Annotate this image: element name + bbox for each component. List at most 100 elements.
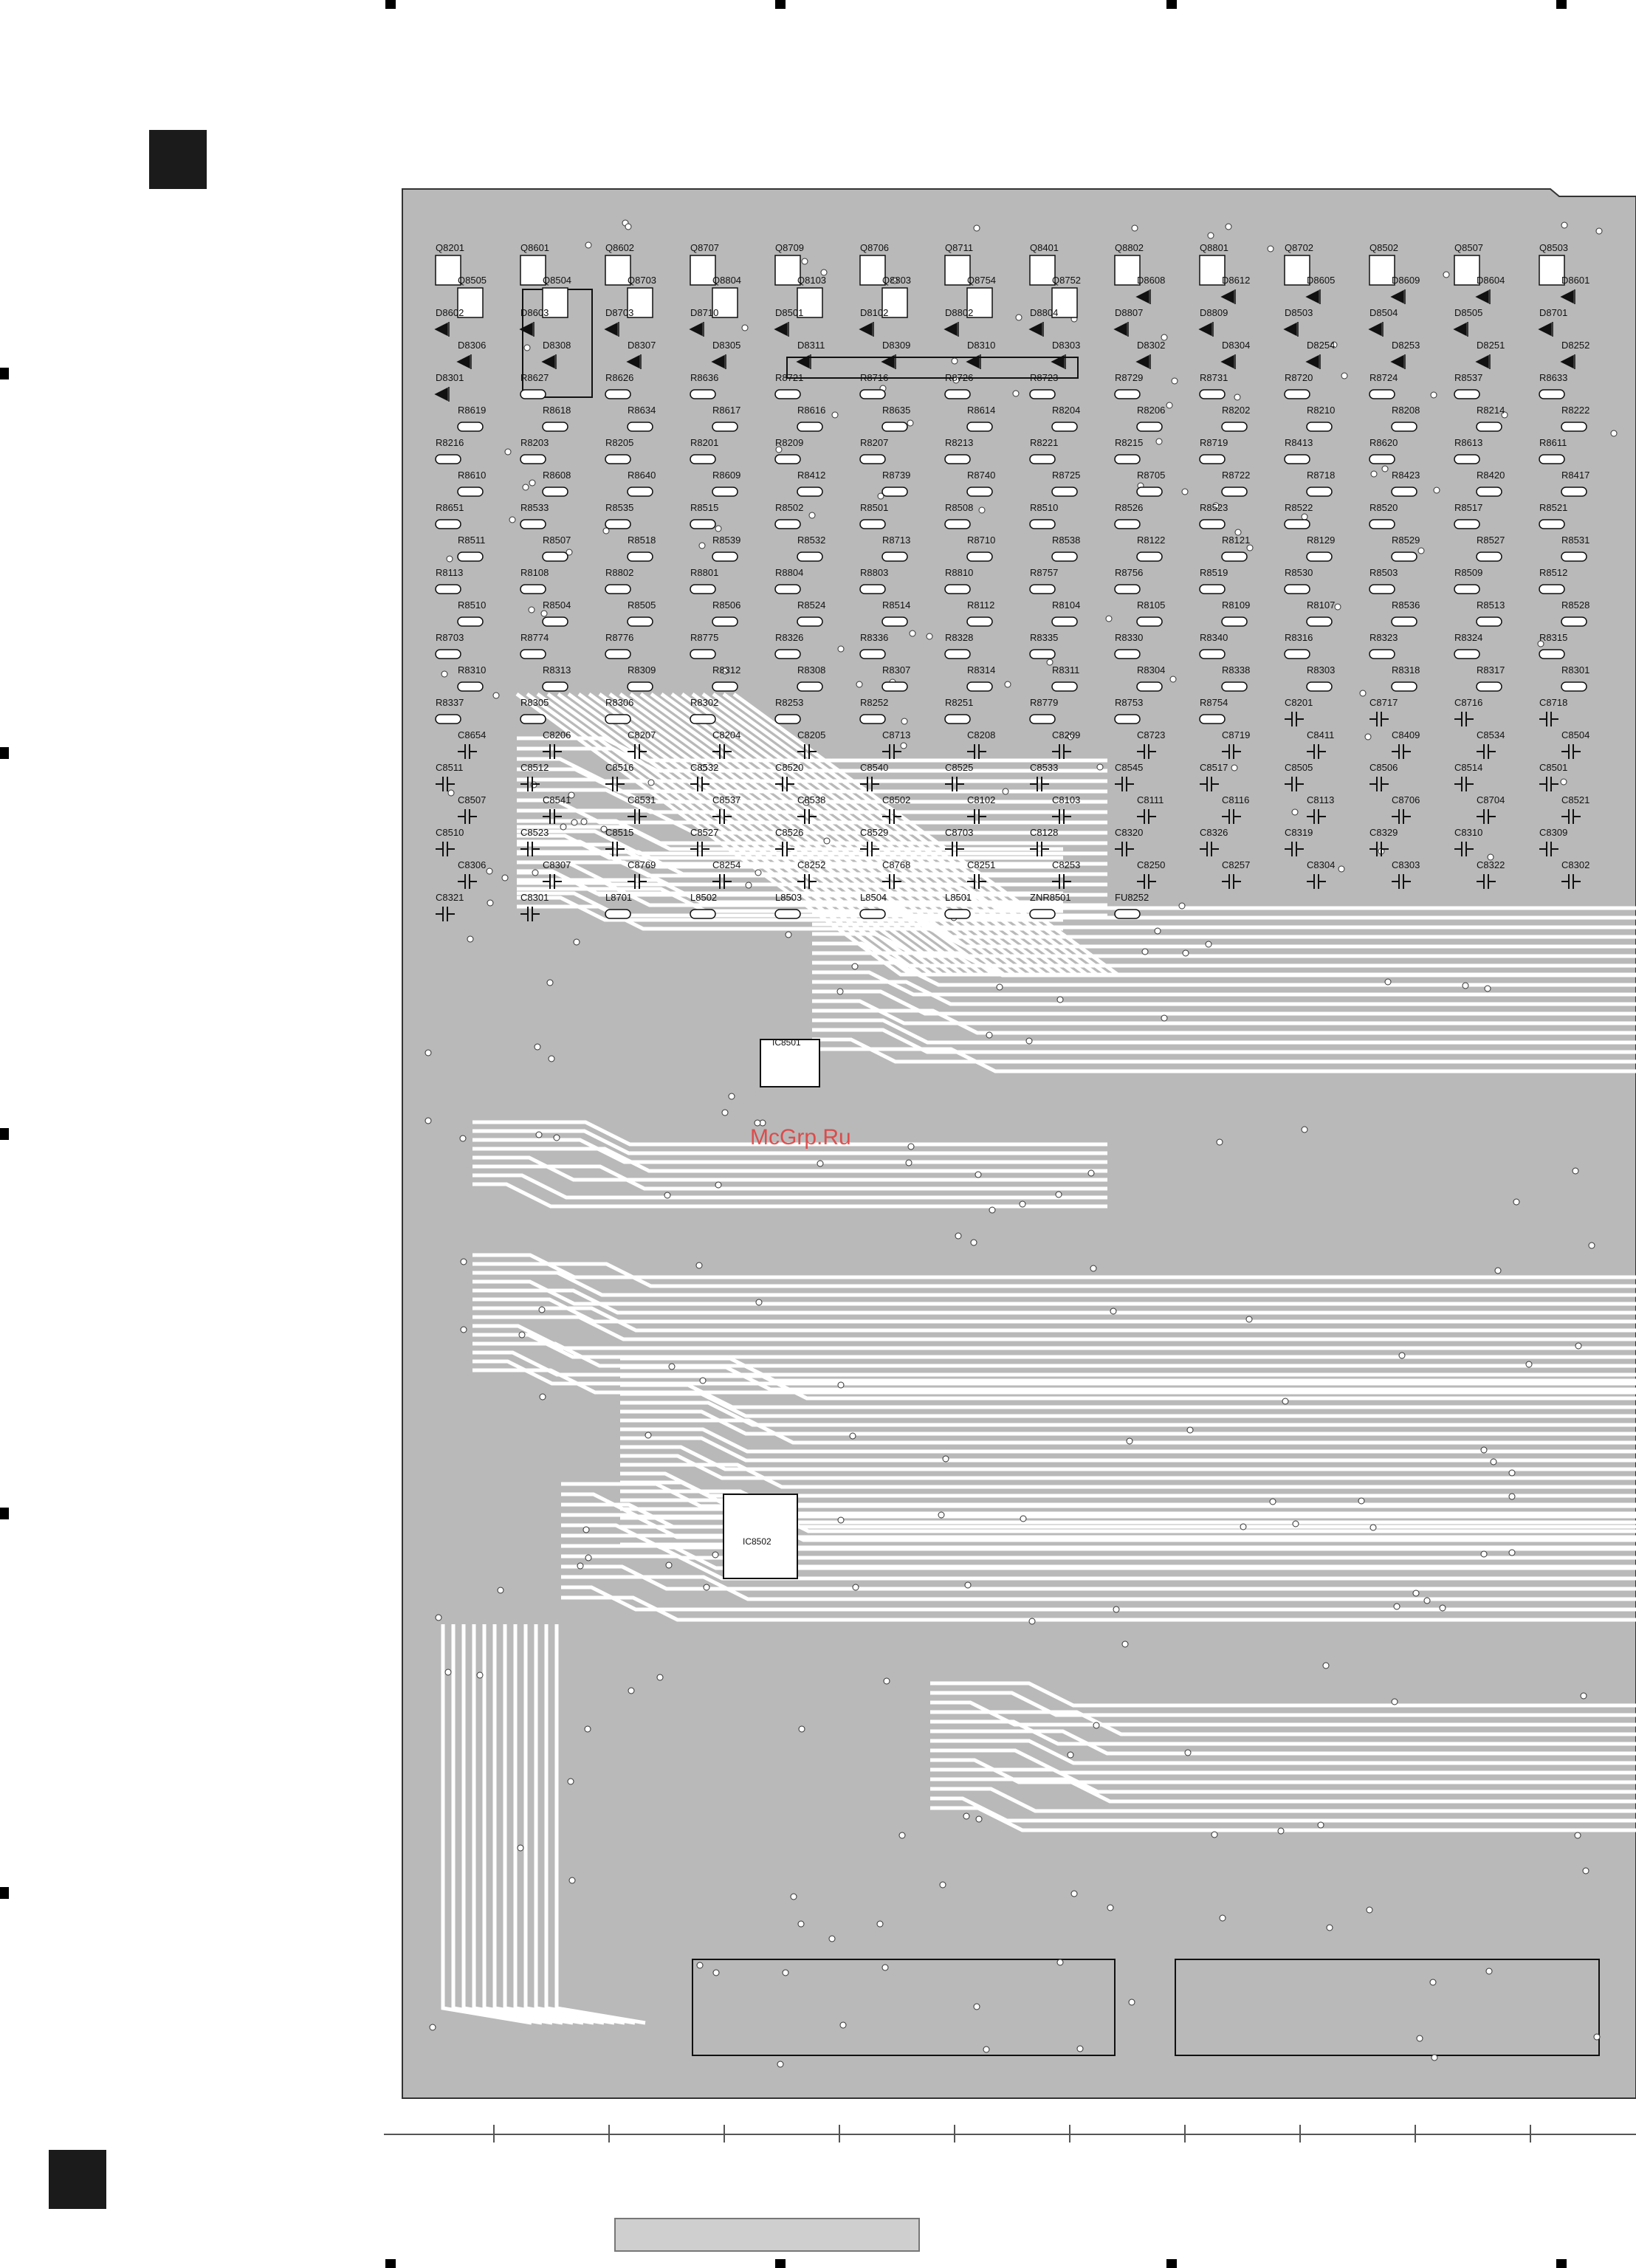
registration-mark [0,1128,9,1140]
component-label: Q8707 [690,242,719,253]
component: C8409 [1392,729,1420,759]
trace [472,1173,1107,1200]
component-label: R8501 [860,502,888,513]
resistor-body [1221,681,1248,692]
component-label: R8634 [628,405,656,416]
component-label: R8614 [967,405,995,416]
solder-pad [955,1232,962,1240]
solder-pad [1267,245,1274,252]
component: R8627 [520,372,549,399]
resistor-body [1476,487,1502,497]
solder-pad [1161,1014,1168,1022]
component-label: R8314 [967,664,995,676]
resistor-body [1539,389,1565,399]
resistor-body [520,519,546,529]
solder-pad [1423,1597,1431,1604]
solder-pad [425,1049,432,1056]
component-label: C8322 [1477,859,1505,870]
transistor-body [520,255,546,286]
transistor-body [690,255,716,286]
resistor-body [1391,422,1417,432]
trace [517,842,1063,869]
component-label: C8209 [1052,729,1080,740]
capacitor-symbol [1137,809,1156,824]
component: R8514 [881,599,910,627]
component-label: C8719 [1222,729,1250,740]
trace [472,1253,1636,1279]
component-label: R8721 [775,372,803,383]
component: R8725 [1051,470,1080,497]
component-label: R8633 [1539,372,1567,383]
ruler-tick [1530,2125,1531,2142]
solder-pad [1093,1722,1100,1729]
component: D8503 [1283,307,1313,337]
component: R8509 [1454,567,1482,594]
component-label: D8604 [1477,275,1505,286]
component-label: C8541 [543,794,571,805]
component: R8208 [1391,405,1420,432]
component-label: C8713 [882,729,910,740]
component-label: R8530 [1285,567,1313,578]
solder-pad [1575,1342,1582,1350]
component-label: C8205 [797,729,825,740]
component-label: R8305 [520,697,549,708]
component: R8613 [1454,437,1482,464]
component-label: R8720 [1285,372,1313,383]
component: D8308 [541,340,571,369]
component-label: D8612 [1222,275,1250,286]
component: C8541 [543,794,571,824]
component: R8528 [1561,599,1589,627]
component-label: Q8706 [860,242,889,253]
component: R8214 [1476,405,1505,432]
resistor-body [1561,681,1587,692]
component: R8309 [627,664,656,692]
component: R8301 [1561,664,1589,692]
solder-pad [1216,1138,1223,1146]
capacitor-symbol [945,777,964,791]
resistor-body [1199,519,1226,529]
resistor-body [797,616,823,627]
component-label: D8254 [1307,340,1335,351]
solder-pad [1178,902,1186,910]
component-label: R8506 [712,599,740,611]
trace [620,1409,1636,1436]
component-label: R8804 [775,567,803,578]
resistor-body [605,714,631,724]
resistor-body [457,551,484,562]
solder-pad [539,1393,546,1401]
resistor-body [774,584,801,594]
solder-pad [1487,853,1494,861]
solder-pad [712,1969,720,1976]
resistor-body [1539,454,1565,464]
component-label: C8208 [967,729,995,740]
component-label: R8739 [882,470,910,481]
solder-pad [1595,227,1603,235]
solder-pad [1181,488,1189,495]
component-label: Q8803 [882,275,911,286]
solder-pad [538,1306,546,1313]
component: ZNR8501 [1029,892,1071,919]
component: R8520 [1369,502,1398,529]
component: D8807 [1113,307,1143,337]
trace [517,788,1107,814]
component: C8320 [1115,827,1143,856]
solder-pad [1462,982,1469,989]
component-label: R8337 [436,697,464,708]
component: D8703 [604,307,633,337]
component-label: R8523 [1200,502,1228,513]
component-label: C8526 [775,827,803,838]
component: R8506 [712,599,740,627]
component: R8726 [944,372,973,399]
component-label: R8731 [1200,372,1228,383]
component: D8609 [1390,275,1420,304]
diode-symbol [626,354,642,369]
component-label: R8719 [1200,437,1228,448]
resistor-body [1284,584,1310,594]
transistor-body [881,287,908,318]
solder-pad [1430,391,1437,399]
solder-pad [1240,1523,1247,1530]
solder-pad [504,448,512,456]
component-label: R8213 [945,437,973,448]
solder-pad [1067,1751,1074,1759]
capacitor-symbol [860,777,879,791]
